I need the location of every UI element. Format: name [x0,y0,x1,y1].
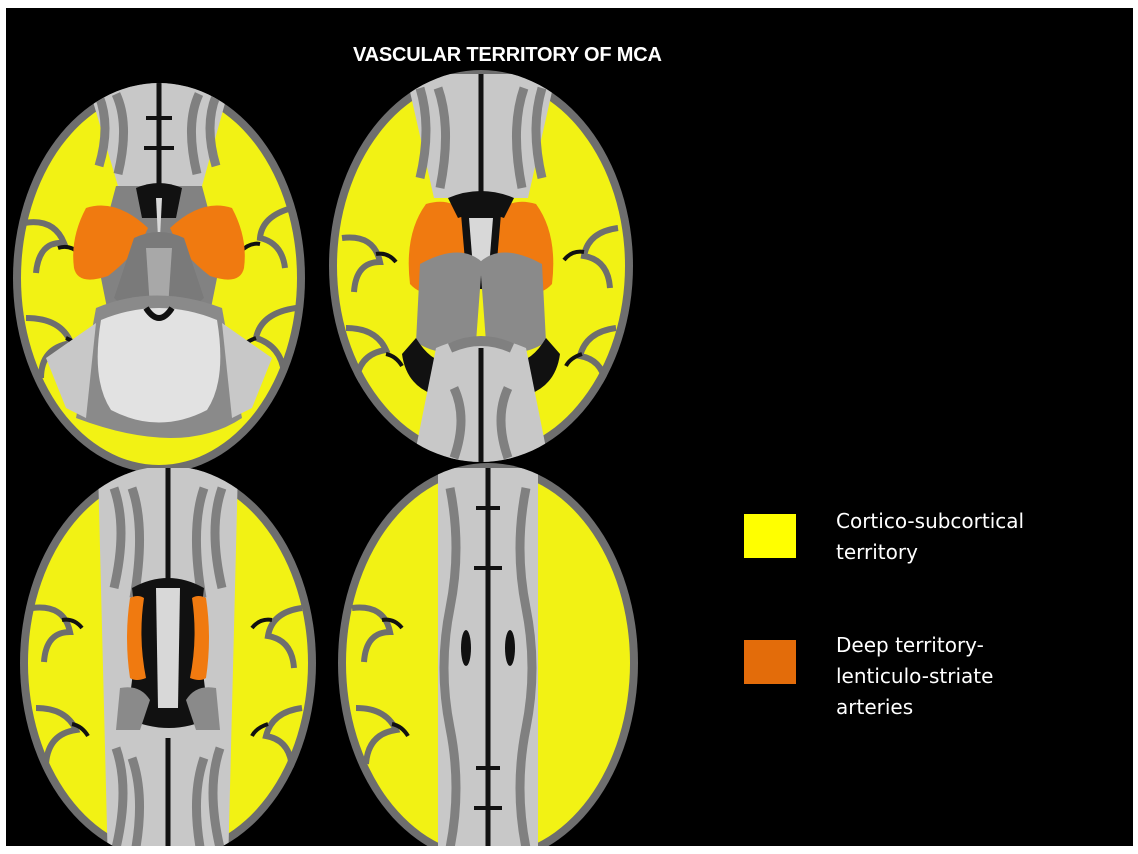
legend-label-cortico-subcortical: Cortico-subcortical territory [836,506,1024,568]
axial-slice-top-right [329,70,633,468]
axial-slice-top-left [13,78,305,473]
axial-slice-bottom-left [20,466,316,846]
axial-slice-bottom-right [338,463,638,846]
slide-canvas: VASCULAR TERRITORY OF MCA [6,8,1133,846]
legend-label-deep-territory: Deep territory- lenticulo-striate arteri… [836,630,993,723]
legend-swatch-cortico-subcortical [744,514,796,558]
legend-swatch-deep-territory [744,640,796,684]
